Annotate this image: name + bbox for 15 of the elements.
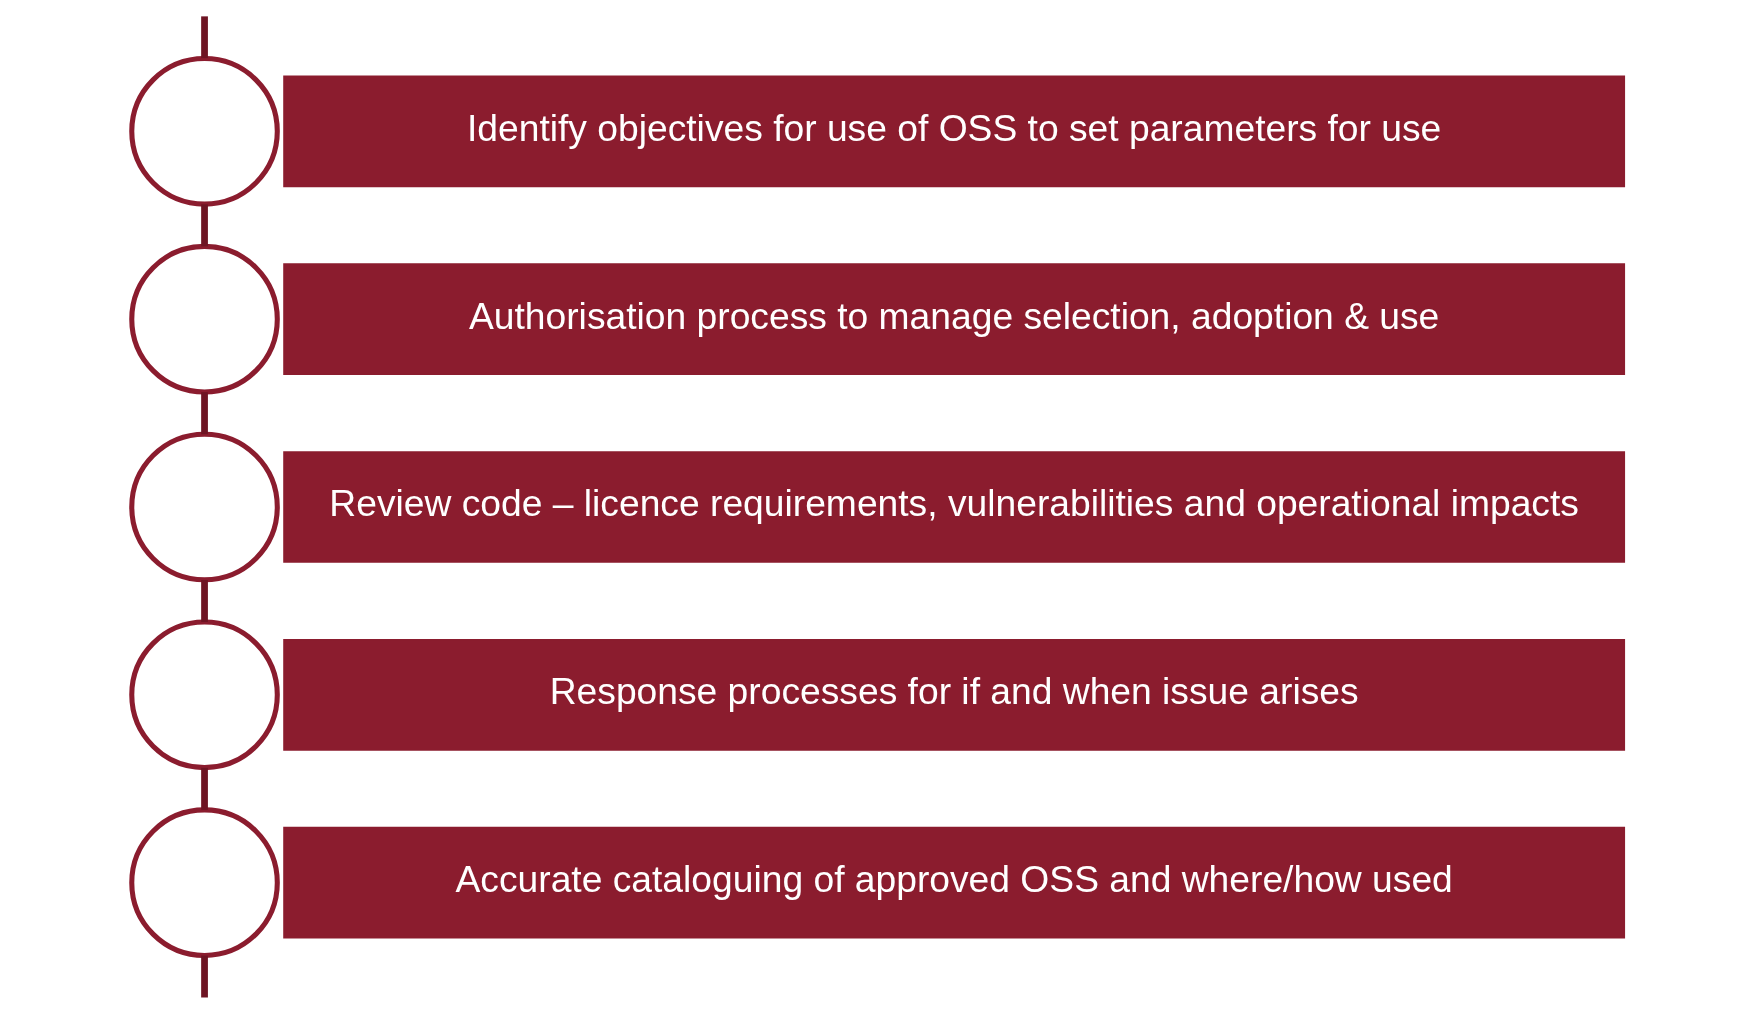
node-circle xyxy=(128,431,280,583)
node-circle xyxy=(128,807,280,958)
connector xyxy=(200,392,208,435)
node-circle xyxy=(128,243,280,395)
node-circle xyxy=(128,619,280,771)
node-box: Accurate cataloguing of approved OSS and where/how used xyxy=(282,826,1625,939)
connector xyxy=(200,204,208,247)
node-box: Authorisation process to manage selection, adoption & use xyxy=(282,263,1625,375)
connector xyxy=(200,955,208,998)
connector xyxy=(200,767,208,810)
connector xyxy=(200,580,208,622)
node-box: Review code – licence requirements, vulnerabilities and operational impacts xyxy=(282,451,1625,563)
node-circle xyxy=(128,56,280,207)
node-box: Response processes for if and when issue arises xyxy=(282,639,1625,751)
node-box: Identify objectives for use of OSS to set parameters for use xyxy=(282,75,1625,188)
